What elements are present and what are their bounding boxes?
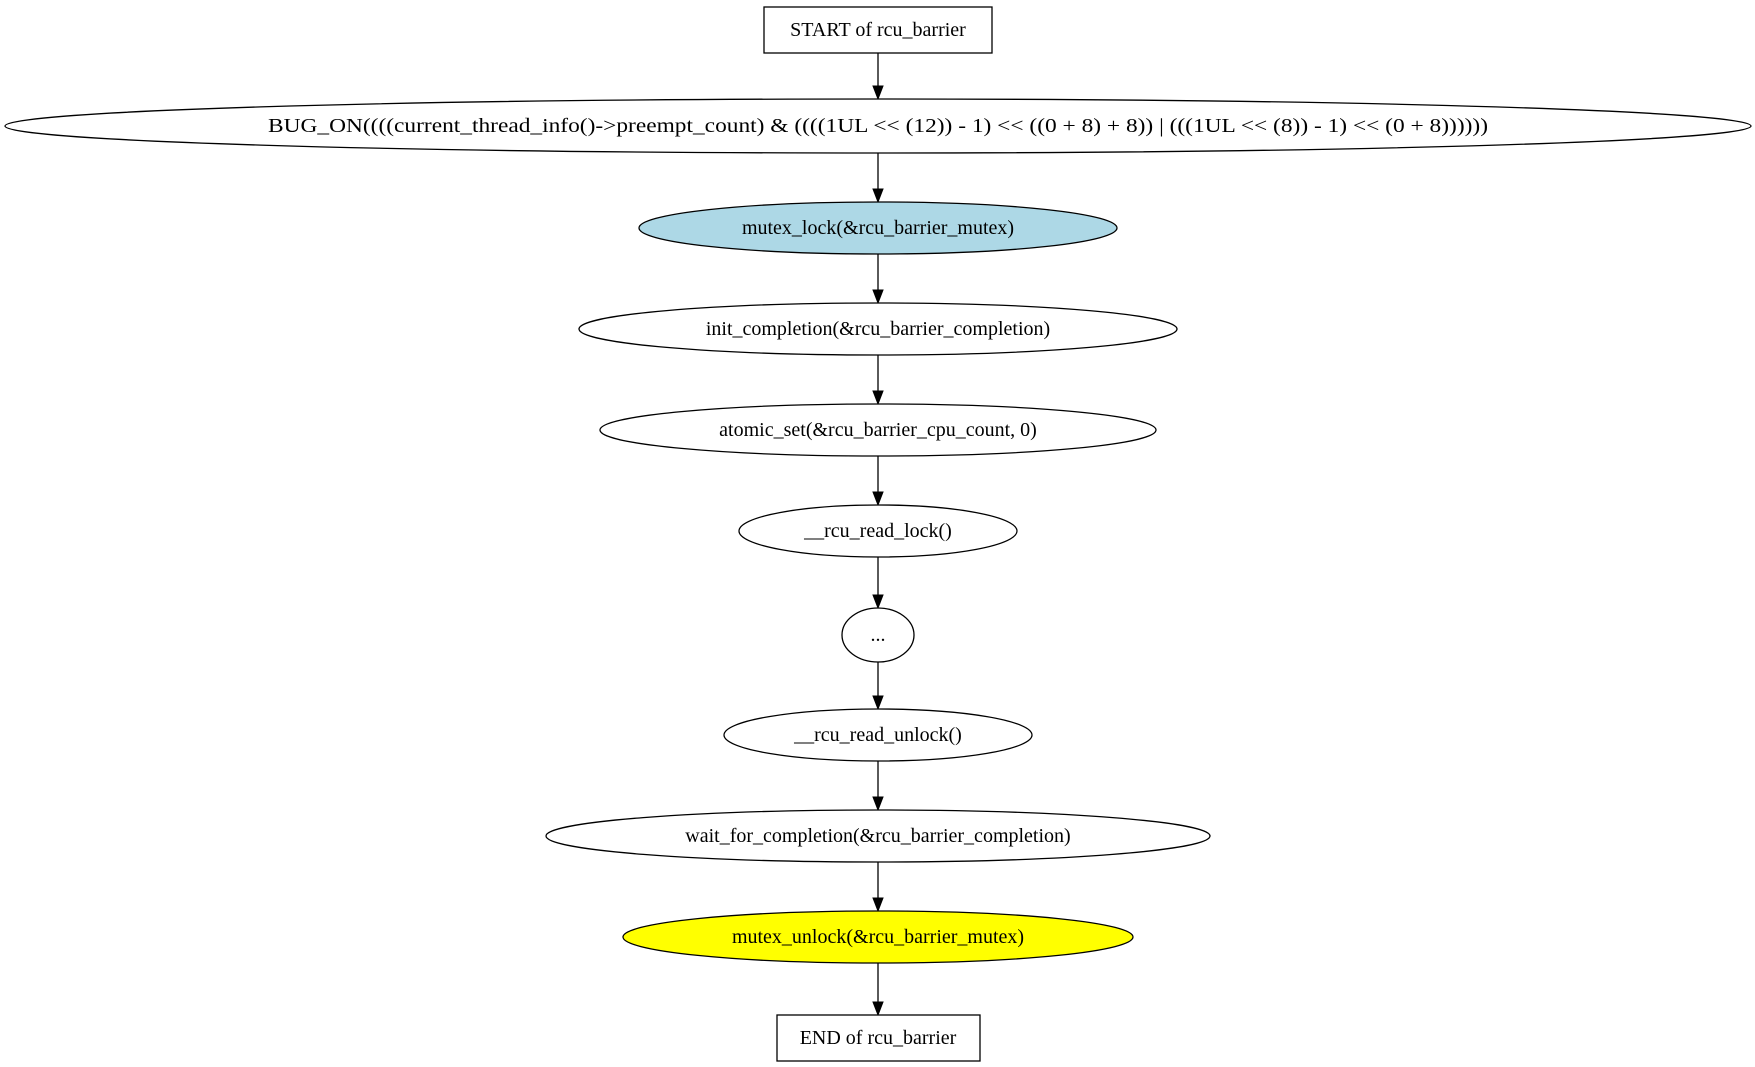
edge-rcu_read_lock-to-ellipsis — [872, 557, 884, 610]
arrowhead — [872, 897, 884, 913]
arrowhead — [872, 390, 884, 406]
arrowhead — [872, 188, 884, 204]
node-rcu-read-unlock: __rcu_read_unlock() — [723, 708, 1033, 762]
node-ellipsis: ... — [841, 607, 915, 663]
mutex-unlock-ellipse — [622, 910, 1134, 964]
arrowhead — [872, 85, 884, 101]
rcu-read-lock-ellipse — [738, 504, 1018, 558]
arrowhead — [872, 491, 884, 507]
edge-bug_on-to-mutex_lock — [872, 153, 884, 204]
node-bug-on: BUG_ON((((current_thread_info()->preempt… — [4, 98, 1752, 154]
ellipsis-ellipse — [841, 607, 915, 663]
arrowhead — [872, 695, 884, 711]
node-mutex-lock: mutex_lock(&rcu_barrier_mutex) — [638, 201, 1118, 255]
node-start: START of rcu_barrier — [763, 6, 993, 54]
wait-for-completion-label: wait_for_completion(&rcu_barrier_complet… — [685, 825, 1070, 847]
bug-on-label: BUG_ON((((current_thread_info()->preempt… — [268, 115, 1488, 137]
edge-init_completion-to-atomic_set — [872, 355, 884, 406]
arrowhead — [872, 796, 884, 812]
mutex-unlock-label: mutex_unlock(&rcu_barrier_mutex) — [732, 926, 1024, 948]
node-end: END of rcu_barrier — [776, 1014, 981, 1062]
atomic-set-ellipse — [599, 403, 1157, 457]
wait-for-completion-ellipse — [545, 809, 1211, 863]
mutex-lock-ellipse — [638, 201, 1118, 255]
ellipsis-label: ... — [871, 624, 886, 646]
init-completion-ellipse — [578, 302, 1178, 356]
rcu-read-unlock-ellipse — [723, 708, 1033, 762]
arrowhead — [872, 289, 884, 305]
edges-layer — [872, 53, 884, 1017]
edge-rcu_read_unlock-to-wait_for_completion — [872, 761, 884, 812]
end-label: END of rcu_barrier — [800, 1027, 957, 1049]
edge-ellipsis-to-rcu_read_unlock — [872, 662, 884, 711]
node-atomic-set: atomic_set(&rcu_barrier_cpu_count, 0) — [599, 403, 1157, 457]
edge-wait_for_completion-to-mutex_unlock — [872, 862, 884, 913]
edge-mutex_lock-to-init_completion — [872, 254, 884, 305]
node-mutex-unlock: mutex_unlock(&rcu_barrier_mutex) — [622, 910, 1134, 964]
edge-atomic_set-to-rcu_read_lock — [872, 456, 884, 507]
start-box — [763, 6, 993, 54]
bug-on-ellipse — [4, 98, 1752, 154]
arrowhead — [872, 594, 884, 610]
node-init-completion: init_completion(&rcu_barrier_completion) — [578, 302, 1178, 356]
edge-start-to-bug_on — [872, 53, 884, 101]
atomic-set-label: atomic_set(&rcu_barrier_cpu_count, 0) — [719, 419, 1037, 441]
rcu-read-unlock-label: __rcu_read_unlock() — [793, 724, 962, 746]
edge-mutex_unlock-to-end — [872, 963, 884, 1017]
end-box — [776, 1014, 981, 1062]
node-wait-for-completion: wait_for_completion(&rcu_barrier_complet… — [545, 809, 1211, 863]
node-rcu-read-lock: __rcu_read_lock() — [738, 504, 1018, 558]
start-label: START of rcu_barrier — [790, 19, 966, 41]
init-completion-label: init_completion(&rcu_barrier_completion) — [706, 318, 1050, 340]
mutex-lock-label: mutex_lock(&rcu_barrier_mutex) — [742, 217, 1014, 239]
rcu-read-lock-label: __rcu_read_lock() — [803, 520, 952, 542]
arrowhead — [872, 1001, 884, 1017]
